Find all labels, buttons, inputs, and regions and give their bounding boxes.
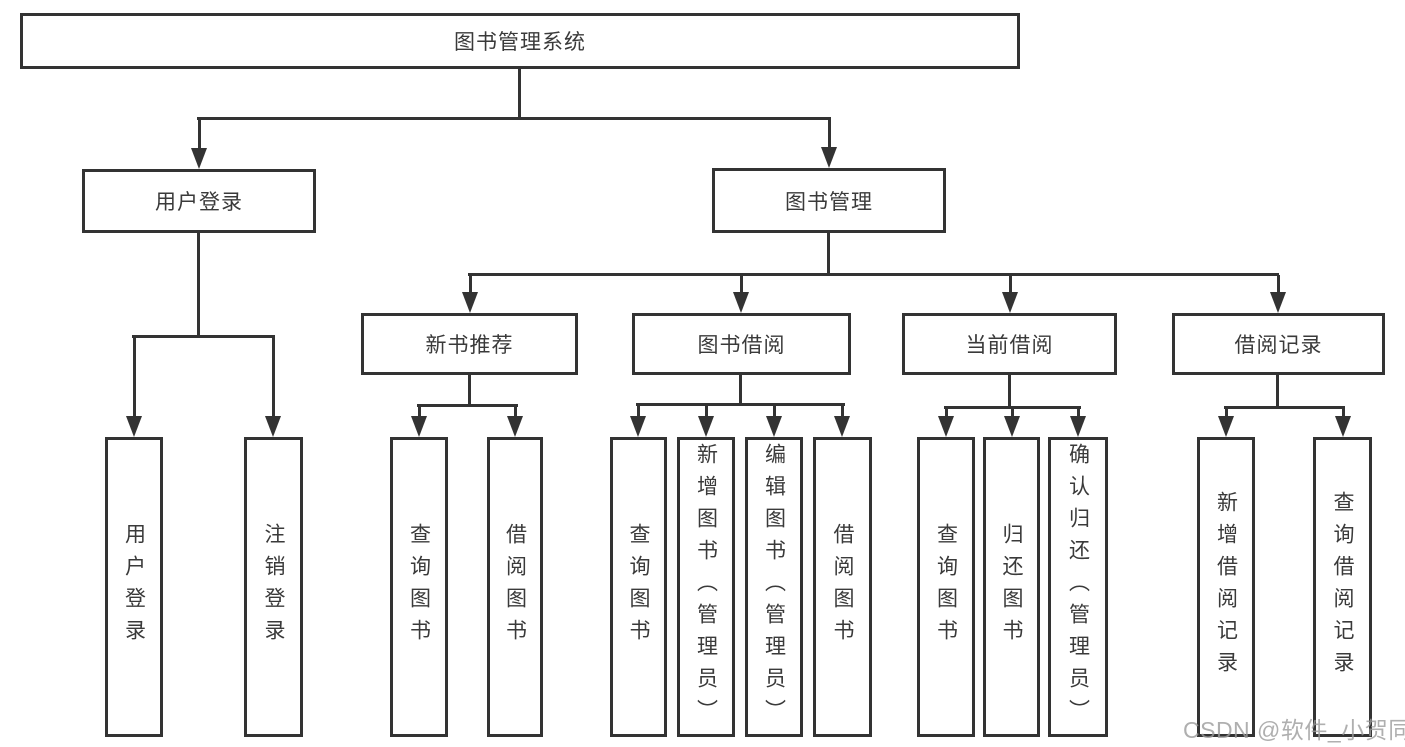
- node-new-book-recommend: 新书推荐: [361, 313, 578, 375]
- leaf-add-borrow-record: 新增借阅记录: [1197, 437, 1255, 737]
- connector-current-borrow-stem: [1008, 375, 1011, 409]
- leaf-edit-books-admin: 编辑图书（管理员）: [745, 437, 803, 737]
- csdn-watermark: CSDN @软件_小贺同学: [1183, 717, 1405, 743]
- connector-book-borrow-rail: [636, 403, 845, 406]
- connector-level2-rail: [197, 117, 831, 120]
- leaf-return-books: 归还图书: [983, 437, 1040, 737]
- connector-book-management-stem: [827, 233, 830, 276]
- connector-user-login-rail: [132, 335, 275, 338]
- leaf-borrow-books-1: 借阅图书: [487, 437, 543, 737]
- leaf-logout: 注销登录: [244, 437, 303, 737]
- node-borrow-records: 借阅记录: [1172, 313, 1385, 375]
- connector-new-book-rail: [417, 404, 518, 407]
- connector-borrow-records-stem: [1276, 375, 1279, 409]
- node-book-management: 图书管理: [712, 168, 946, 233]
- node-user-login: 用户登录: [82, 169, 316, 233]
- connector-user-login-stem: [197, 233, 200, 337]
- node-book-borrow: 图书借阅: [632, 313, 851, 375]
- leaf-user-login: 用户登录: [105, 437, 163, 737]
- connector-current-borrow-rail: [944, 406, 1081, 409]
- connector-borrow-records-rail: [1224, 406, 1345, 409]
- connector-book-borrow-stem: [739, 375, 742, 406]
- leaf-confirm-return-admin: 确认归还（管理员）: [1048, 437, 1108, 737]
- leaf-query-books-2: 查询图书: [610, 437, 667, 737]
- node-library-management-system: 图书管理系统: [20, 13, 1020, 69]
- connector-root-stem: [518, 69, 521, 119]
- leaf-query-books-1: 查询图书: [390, 437, 448, 737]
- leaf-query-books-3: 查询图书: [917, 437, 975, 737]
- connector-new-book-stem: [468, 375, 471, 407]
- leaf-add-books-admin: 新增图书（管理员）: [677, 437, 735, 737]
- node-current-borrow: 当前借阅: [902, 313, 1117, 375]
- leaf-borrow-books-2: 借阅图书: [813, 437, 872, 737]
- leaf-query-borrow-record: 查询借阅记录: [1313, 437, 1372, 737]
- connector-level3-rail: [468, 273, 1279, 276]
